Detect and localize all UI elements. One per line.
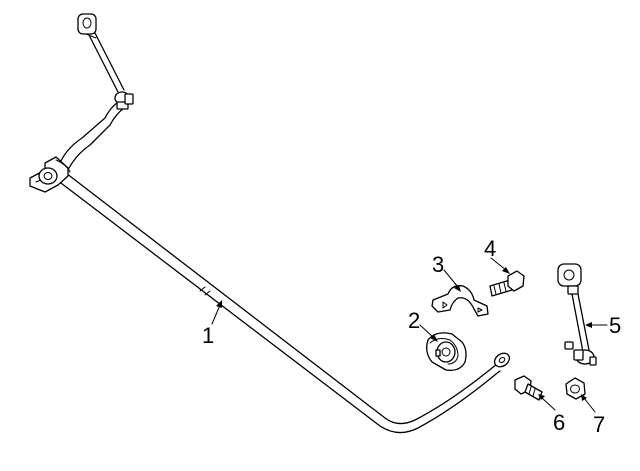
left-link-assembly [29, 13, 134, 193]
bushing-bolt [489, 270, 525, 297]
stabilizer-link [557, 263, 597, 366]
callout-5: 5 [609, 313, 621, 338]
callouts: 1 2 3 4 5 6 7 [202, 236, 621, 437]
callout-2: 2 [408, 308, 420, 333]
callout-7: 7 [593, 412, 605, 437]
callout-4: 4 [484, 236, 496, 261]
callout-1: 1 [202, 323, 214, 348]
callout-3: 3 [432, 252, 444, 277]
callout-6: 6 [553, 410, 565, 435]
leader-lines [211, 257, 608, 413]
bushing [426, 332, 467, 371]
link-bolt [514, 375, 543, 401]
link-nut [565, 377, 586, 400]
stabilizer-bar [56, 169, 511, 434]
